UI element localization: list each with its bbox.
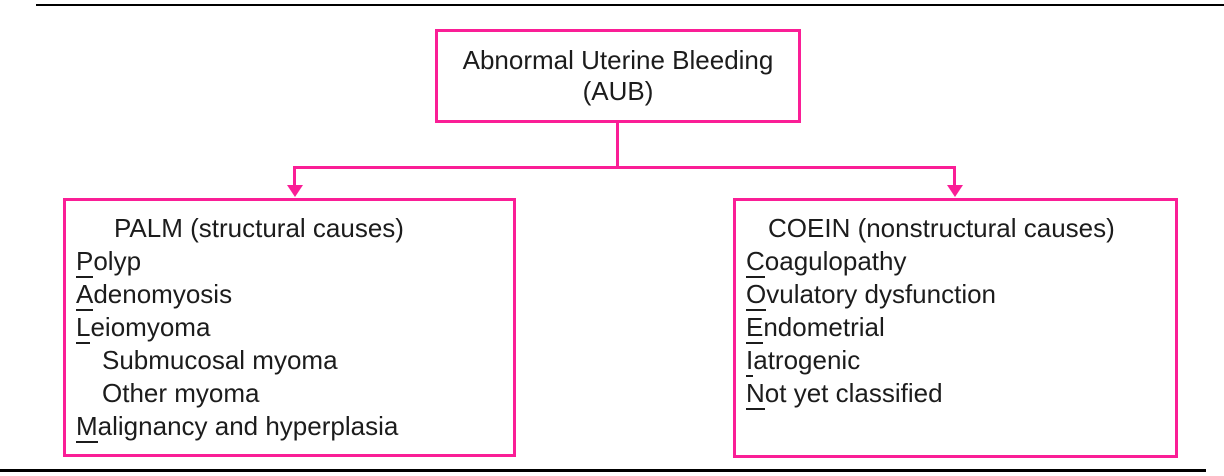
underlined-initial: I bbox=[746, 345, 754, 377]
list-item: Submucosal myoma bbox=[102, 345, 338, 375]
underlined-initial: N bbox=[746, 378, 765, 410]
list-item: Other myoma bbox=[102, 378, 260, 408]
list-item: Ovulatory dysfunction bbox=[746, 279, 997, 311]
list-item: Not yet classified bbox=[746, 378, 943, 410]
underlined-initial: C bbox=[746, 246, 765, 278]
connector-horizontal-line bbox=[293, 166, 956, 169]
root-node-title-line1: Abnormal Uterine Bleeding bbox=[462, 45, 774, 75]
arrow-down-icon-right bbox=[946, 185, 963, 197]
connector-stem bbox=[616, 123, 619, 168]
underlined-initial: E bbox=[746, 312, 764, 344]
root-node-abnormal-uterine-bleeding: Abnormal Uterine Bleeding (AUB) bbox=[435, 29, 801, 123]
underlined-initial: O bbox=[746, 279, 767, 311]
list-item: Endometrial bbox=[746, 312, 885, 344]
list-item: Polyp bbox=[76, 246, 142, 278]
underlined-initial: M bbox=[76, 411, 98, 443]
list-item: Coagulopathy bbox=[746, 246, 907, 278]
palm-heading: PALM (structural causes) bbox=[114, 213, 404, 243]
list-item: Iatrogenic bbox=[746, 345, 861, 377]
list-item: Malignancy and hyperplasia bbox=[76, 411, 399, 443]
list-item: Adenomyosis bbox=[76, 279, 233, 311]
list-item: Leiomyoma bbox=[76, 312, 211, 344]
arrow-down-icon-left bbox=[286, 185, 303, 197]
underlined-initial: L bbox=[76, 312, 91, 344]
bottom-rule bbox=[0, 469, 1206, 472]
connector-drop-right bbox=[953, 166, 956, 187]
top-rule bbox=[36, 4, 1224, 6]
connector-drop-left bbox=[293, 166, 296, 187]
coein-nonstructural-causes-node: COEIN (nonstructural causes) Coagulopath… bbox=[733, 198, 1178, 458]
underlined-initial: A bbox=[76, 279, 94, 311]
underlined-initial: P bbox=[76, 246, 94, 278]
root-node-title-line2: (AUB) bbox=[582, 76, 654, 106]
coein-heading: COEIN (nonstructural causes) bbox=[768, 213, 1115, 243]
